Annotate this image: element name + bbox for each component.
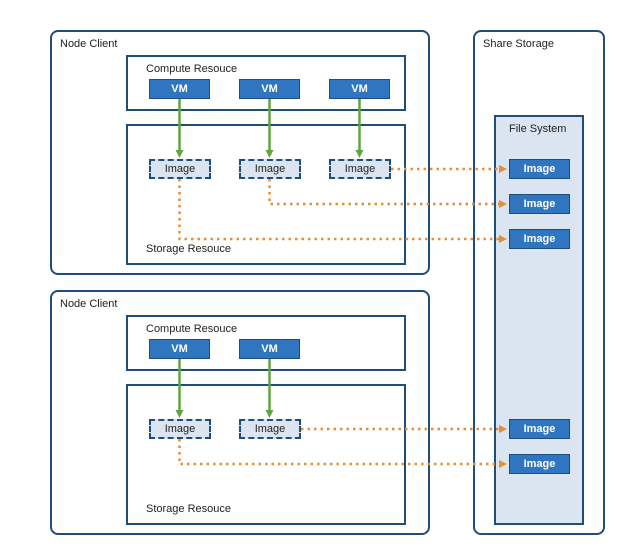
node-client-2-vm-2: VM xyxy=(239,339,300,359)
node-client-1-vm-1: VM xyxy=(149,79,210,99)
shared-image-1: Image xyxy=(509,159,570,179)
share-storage-title: Share Storage xyxy=(483,38,554,50)
node-client-1-vm-2: VM xyxy=(239,79,300,99)
shared-image-5: Image xyxy=(509,454,570,474)
node-client-2-vm-1: VM xyxy=(149,339,210,359)
shared-image-2: Image xyxy=(509,194,570,214)
node-client-2-local-image-1: Image xyxy=(149,419,211,439)
shared-image-4: Image xyxy=(509,419,570,439)
node-client-1-local-image-3: Image xyxy=(329,159,391,179)
node-client-2-local-image-2: Image xyxy=(239,419,301,439)
shared-image-3: Image xyxy=(509,229,570,249)
node-client-2-storage-label: Storage Resouce xyxy=(146,503,231,515)
node-client-1-storage-label: Storage Resouce xyxy=(146,243,231,255)
file-system-label: File System xyxy=(509,123,567,135)
node-client-1-compute-label: Compute Resouce xyxy=(146,63,238,75)
node-client-1-title: Node Client xyxy=(60,38,118,50)
node-client-1-vm-3: VM xyxy=(329,79,390,99)
node-client-1-local-image-1: Image xyxy=(149,159,211,179)
node-client-2-title: Node Client xyxy=(60,298,118,310)
node-client-1-local-image-2: Image xyxy=(239,159,301,179)
node-client-2-compute-label: Compute Resouce xyxy=(146,323,238,335)
